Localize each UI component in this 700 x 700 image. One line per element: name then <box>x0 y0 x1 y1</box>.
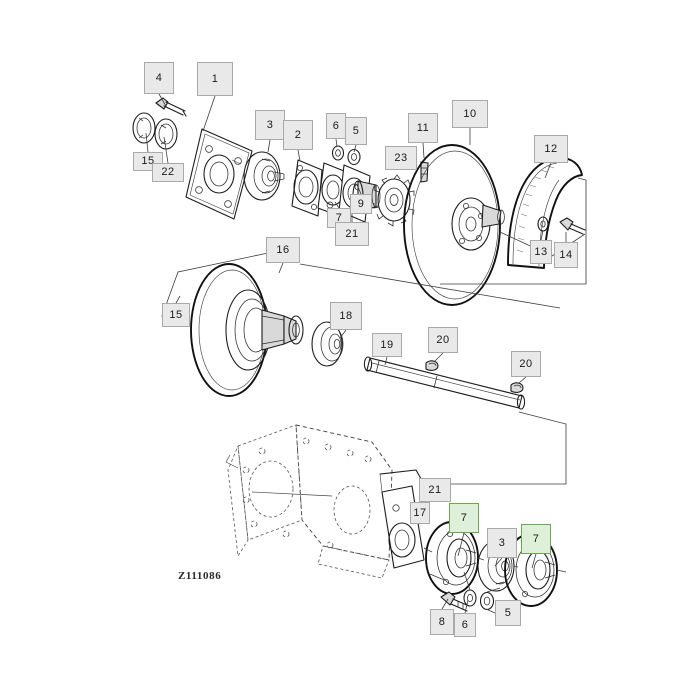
part-10-disc-blade <box>403 144 505 306</box>
leader-line <box>540 229 544 241</box>
callout-7-highlighted[interactable]: 7 <box>521 524 551 554</box>
leader-line <box>485 608 496 614</box>
callout-21[interactable]: 21 <box>419 478 451 502</box>
leader-line <box>531 553 537 569</box>
part-16-hub-assembly <box>190 263 304 397</box>
callout-1[interactable]: 1 <box>197 62 233 96</box>
leader-line <box>339 329 347 339</box>
callout-5[interactable]: 5 <box>495 600 521 626</box>
leader-line <box>464 599 469 614</box>
callout-6[interactable]: 6 <box>326 113 346 139</box>
part-11-pin <box>420 161 429 183</box>
leader-line <box>518 376 527 384</box>
leader-line <box>422 142 425 159</box>
part-15-snap-ring <box>132 112 156 144</box>
leader-line <box>163 136 169 164</box>
callout-2[interactable]: 2 <box>283 120 313 150</box>
callout-14[interactable]: 14 <box>554 242 578 268</box>
callout-9[interactable]: 9 <box>350 194 372 214</box>
leader-line <box>353 144 357 153</box>
leader-line <box>334 201 340 209</box>
callout-21[interactable]: 21 <box>335 222 369 246</box>
callout-20[interactable]: 20 <box>428 327 458 353</box>
callout-15[interactable]: 15 <box>162 303 190 327</box>
leader-line <box>158 93 168 109</box>
callout-17[interactable]: 17 <box>410 502 430 524</box>
leader-line <box>335 138 338 148</box>
part-13-washer <box>537 216 549 232</box>
part-5-nut <box>347 148 361 166</box>
leader-line <box>544 162 552 179</box>
callout-19[interactable]: 19 <box>372 333 402 357</box>
part-3-bearing <box>243 151 285 201</box>
callout-6[interactable]: 6 <box>454 613 476 637</box>
callout-10[interactable]: 10 <box>452 100 488 128</box>
callout-12[interactable]: 12 <box>534 135 568 163</box>
leader-line <box>145 132 149 153</box>
part-6-washer <box>331 145 345 161</box>
part-20a-clip <box>425 360 439 371</box>
leader-line <box>357 186 362 195</box>
part-20b-clip <box>510 382 524 393</box>
leader-line <box>441 598 449 610</box>
part-2-bearing-housing <box>291 159 323 217</box>
part-22-snap-ring <box>154 118 178 150</box>
part-14-bolt <box>559 217 586 235</box>
callout-20[interactable]: 20 <box>511 351 541 377</box>
leader-line <box>297 149 301 162</box>
leader-line <box>278 262 284 274</box>
leader-line <box>202 95 216 132</box>
callout-16[interactable]: 16 <box>266 237 300 263</box>
leader-line <box>267 139 271 153</box>
bracket-phantom-outline <box>225 424 393 579</box>
part-17-boss <box>392 504 400 512</box>
callout-8[interactable]: 8 <box>430 609 454 635</box>
callout-7-highlighted[interactable]: 7 <box>449 503 479 533</box>
callout-22[interactable]: 22 <box>152 163 184 182</box>
drawing-number: Z111086 <box>178 570 222 582</box>
callout-23[interactable]: 23 <box>385 146 417 170</box>
part-5b-nut <box>479 591 495 611</box>
callout-3[interactable]: 3 <box>255 110 285 140</box>
part-23-sprocket <box>373 174 415 227</box>
disc-hub <box>451 197 505 251</box>
part-1-mounting-plate <box>185 128 253 220</box>
leader-line <box>433 352 444 363</box>
part-4-bolt <box>155 97 187 117</box>
callout-4[interactable]: 4 <box>144 62 174 94</box>
callout-5[interactable]: 5 <box>345 117 367 145</box>
callout-18[interactable]: 18 <box>330 302 362 330</box>
leader-line <box>457 532 465 557</box>
part-6b-washer <box>463 589 477 607</box>
leader-line <box>494 557 503 567</box>
callout-13[interactable]: 13 <box>530 240 552 264</box>
callout-11[interactable]: 11 <box>408 113 438 143</box>
callout-3[interactable]: 3 <box>487 528 517 558</box>
part-19-shaft <box>363 356 526 410</box>
leader-line <box>384 356 388 366</box>
leader-line <box>175 295 181 304</box>
